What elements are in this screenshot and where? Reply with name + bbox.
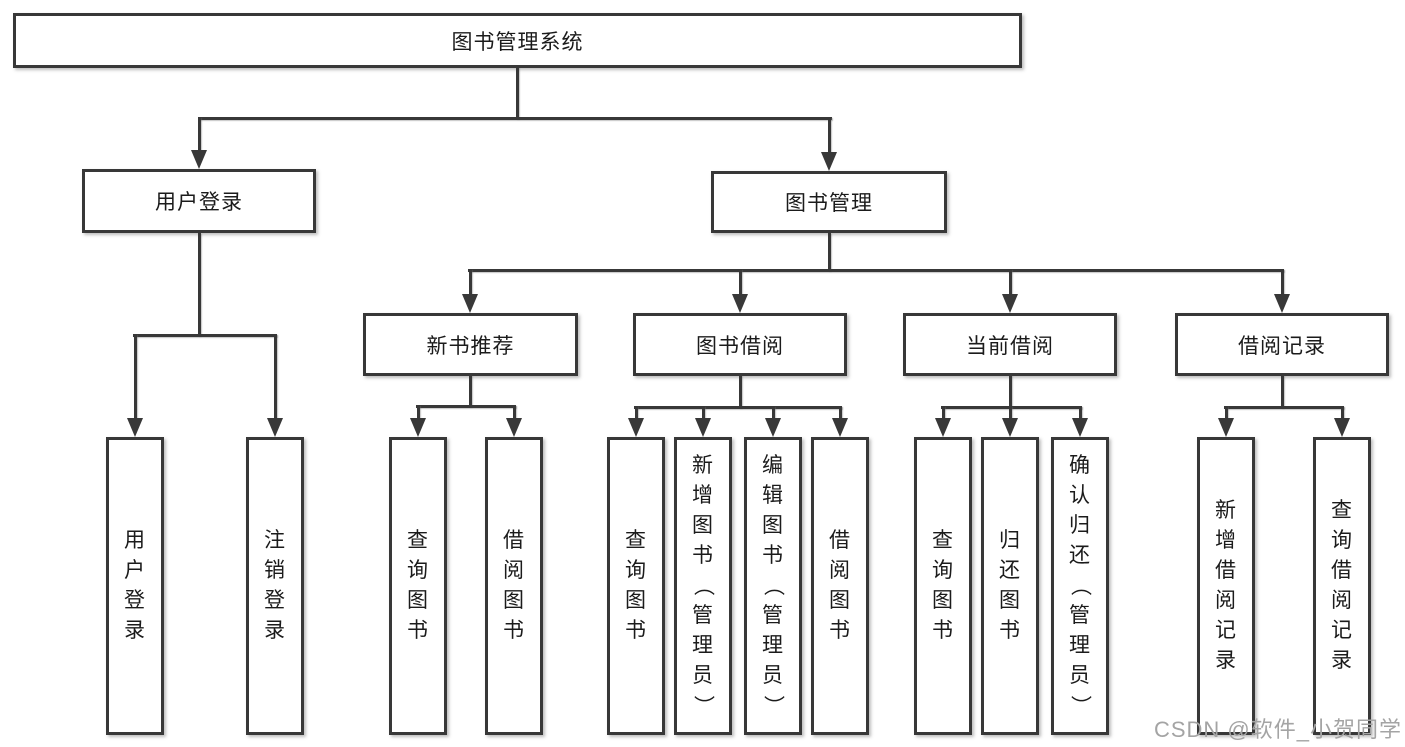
connector-user-login-shaft	[198, 117, 201, 155]
connector-nb-query-shaft	[417, 405, 420, 422]
connector-cb-return-shaft	[1009, 406, 1012, 422]
connector-book-management-drop	[828, 233, 831, 271]
connector-user-login-drop	[198, 233, 201, 336]
leaf-bb-edit-books-admin: 编辑图书（管理员）	[744, 437, 802, 735]
connector-borrow-records-drop	[1281, 375, 1284, 408]
node-book-borrow: 图书借阅	[633, 313, 847, 376]
connector-book-borrow-shaft	[739, 269, 742, 299]
arrow-to-new-book-recommend	[462, 294, 478, 313]
arrow-to-book-management	[821, 152, 837, 171]
connector-book-borrow-drop	[739, 375, 742, 408]
node-current-borrow: 当前借阅	[903, 313, 1117, 376]
leaf-user-login: 用户登录	[106, 437, 164, 735]
connector-current-borrow-drop	[1009, 375, 1012, 408]
arrow-to-user-login	[191, 150, 207, 169]
leaf-br-add-borrow-record: 新增借阅记录	[1197, 437, 1255, 735]
connector-bb-query-shaft	[635, 406, 638, 422]
leaf-br-query-borrow-record-label: 查询借阅记录	[1330, 499, 1353, 672]
connector-nb-borrow-shaft	[513, 405, 516, 422]
leaf-nb-query-books: 查询图书	[389, 437, 447, 735]
connector-cb-confirm-shaft	[1079, 406, 1082, 422]
node-new-book-recommend: 新书推荐	[363, 313, 578, 376]
connector-cb-query-shaft	[942, 406, 945, 422]
connector-root-drop	[516, 67, 519, 119]
leaf-cb-query-books: 查询图书	[914, 437, 972, 735]
connector-level2-rail	[198, 117, 832, 120]
connector-br-add-shaft	[1225, 406, 1228, 422]
connector-book-management-shaft	[828, 117, 831, 157]
connector-bb-borrow-shaft	[839, 406, 842, 422]
leaf-bb-add-books-admin: 新增图书（管理员）	[674, 437, 732, 735]
arrow-to-nb-query-books	[410, 418, 426, 437]
leaf-nb-borrow-books-label: 借阅图书	[502, 529, 525, 642]
leaf-bb-query-books-label: 查询图书	[624, 529, 647, 642]
arrow-to-cb-return-books	[1002, 418, 1018, 437]
connector-bb-add-shaft	[702, 406, 705, 422]
connector-new-book-rail	[416, 405, 516, 408]
arrow-to-leaf-user-login	[127, 418, 143, 437]
leaf-br-add-borrow-record-label: 新增借阅记录	[1214, 499, 1237, 672]
leaf-logout: 注销登录	[246, 437, 304, 735]
connector-user-login-rail	[133, 334, 277, 337]
connector-current-borrow-shaft	[1009, 269, 1012, 299]
leaf-bb-borrow-books-label: 借阅图书	[828, 529, 851, 642]
arrow-to-current-borrow	[1002, 294, 1018, 313]
connector-bb-edit-shaft	[772, 406, 775, 422]
arrow-to-cb-confirm-return	[1072, 418, 1088, 437]
arrow-to-borrow-records	[1274, 294, 1290, 313]
arrow-to-br-query-record	[1334, 418, 1350, 437]
leaf-bb-add-books-admin-label: 新增图书（管理员）	[691, 454, 715, 717]
leaf-bb-borrow-books: 借阅图书	[811, 437, 869, 735]
leaf-cb-return-books-label: 归还图书	[998, 529, 1021, 642]
node-root-library-management-system: 图书管理系统	[13, 13, 1022, 68]
node-user-login: 用户登录	[82, 169, 316, 233]
leaf-cb-confirm-return-admin: 确认归还（管理员）	[1051, 437, 1109, 735]
connector-new-book-drop	[469, 375, 472, 407]
csdn-watermark: CSDN @软件_小贺同学	[1153, 717, 1402, 742]
arrow-to-bb-add-books	[695, 418, 711, 437]
arrow-to-cb-query-books	[935, 418, 951, 437]
arrow-to-bb-edit-books	[765, 418, 781, 437]
leaf-cb-confirm-return-admin-label: 确认归还（管理员）	[1068, 454, 1092, 717]
leaf-nb-query-books-label: 查询图书	[406, 529, 429, 642]
node-borrow-records: 借阅记录	[1175, 313, 1389, 376]
connector-leaf-user-login-shaft	[134, 334, 137, 422]
leaf-br-query-borrow-record: 查询借阅记录	[1313, 437, 1371, 735]
leaf-user-login-label: 用户登录	[123, 529, 146, 642]
connector-borrow-records-rail	[1224, 406, 1344, 409]
leaf-bb-edit-books-admin-label: 编辑图书（管理员）	[761, 454, 785, 717]
leaf-bb-query-books: 查询图书	[607, 437, 665, 735]
connector-level3-rail	[468, 269, 1284, 272]
arrow-to-nb-borrow-books	[506, 418, 522, 437]
connector-borrow-records-shaft	[1281, 269, 1284, 299]
connector-book-borrow-rail	[634, 406, 842, 409]
arrow-to-bb-query-books	[628, 418, 644, 437]
node-book-management: 图书管理	[711, 171, 947, 233]
arrow-to-br-add-record	[1218, 418, 1234, 437]
connector-br-query-shaft	[1341, 406, 1344, 422]
arrow-to-leaf-logout	[267, 418, 283, 437]
leaf-cb-return-books: 归还图书	[981, 437, 1039, 735]
connector-new-book-shaft	[469, 269, 472, 299]
connector-leaf-logout-shaft	[274, 334, 277, 422]
arrow-to-book-borrow	[732, 294, 748, 313]
leaf-cb-query-books-label: 查询图书	[931, 529, 954, 642]
arrow-to-bb-borrow-books	[832, 418, 848, 437]
leaf-nb-borrow-books: 借阅图书	[485, 437, 543, 735]
leaf-logout-label: 注销登录	[263, 529, 286, 642]
